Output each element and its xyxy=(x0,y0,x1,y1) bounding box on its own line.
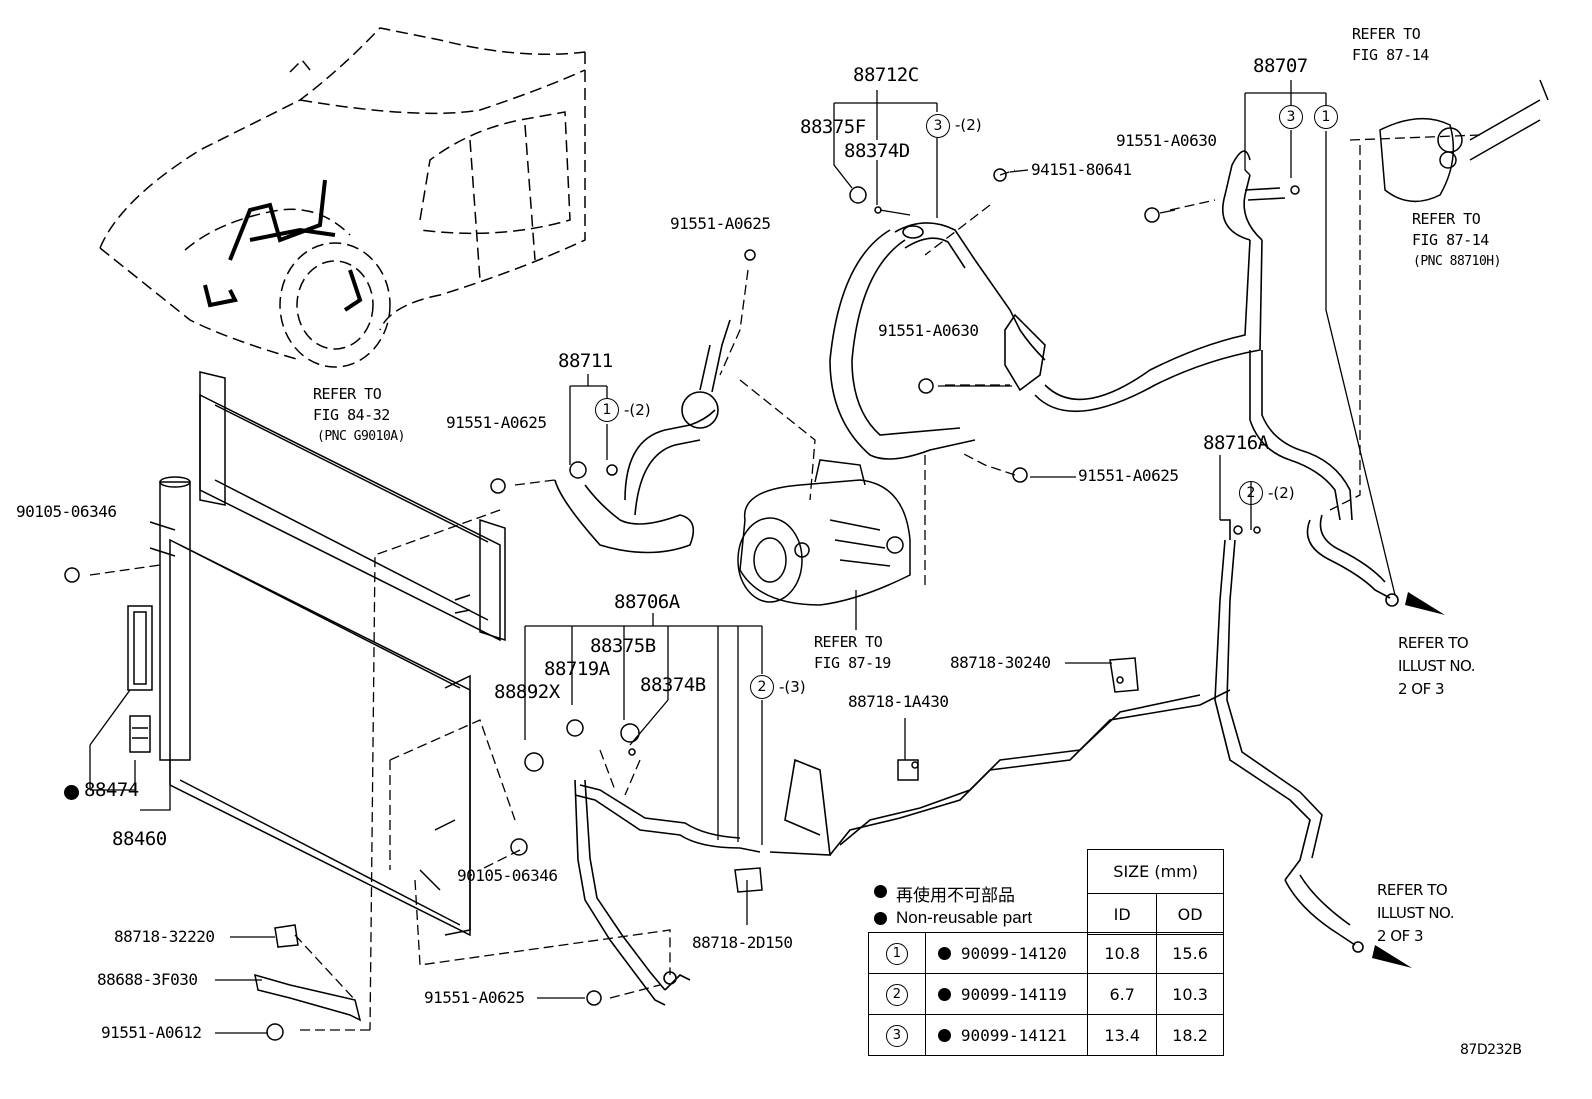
refer-illust-2of3-lower: REFER TO ILLUST NO. 2 OF 3 xyxy=(1377,881,1455,945)
label-bolt-91551-A0630-top: 91551-A0630 xyxy=(1116,131,1217,150)
oring-row-od: 15.6 xyxy=(1156,932,1224,974)
label-bolt-91551-A0630-mid: 91551-A0630 xyxy=(878,321,979,340)
id-header: ID xyxy=(1087,893,1158,935)
oring-row-id: 13.4 xyxy=(1087,1014,1158,1056)
oring-row-od: 10.3 xyxy=(1156,973,1224,1015)
oring-mark-2-88706A: 2 xyxy=(750,675,774,699)
oring-mark-3-88712C: 3 xyxy=(926,114,950,138)
oring-qty-88712C: -(2) xyxy=(955,116,982,134)
od-header: OD xyxy=(1156,893,1224,935)
vehicle-hoses xyxy=(203,179,363,312)
label-bolt-91551-A0625-upper: 91551-A0625 xyxy=(670,214,771,233)
bolts xyxy=(64,168,1300,1041)
size-header: SIZE (mm) xyxy=(1087,849,1224,894)
radiator xyxy=(199,371,506,642)
label-88716A: 88716A xyxy=(1203,432,1269,454)
condenser xyxy=(149,476,471,937)
oring-row-id: 10.8 xyxy=(1087,932,1158,974)
oring-row-part: 90099-14121 xyxy=(924,1014,1089,1056)
discharge-line xyxy=(574,779,691,1006)
oring-mark-1-88711: 1 xyxy=(595,398,619,422)
oring-size-legend: 再使用不可部品 Non-reusable part SIZE (mm) ID O… xyxy=(868,849,1224,1059)
label-88892X: 88892X xyxy=(494,681,560,703)
oring-mark-1-88707: 1 xyxy=(1314,105,1338,129)
refer-pnc-88710H: (PNC 88710H) xyxy=(1413,254,1501,269)
label-bolt-91551-A0625-left: 91551-A0625 xyxy=(446,413,547,432)
oring-qty-88711: -(2) xyxy=(624,401,651,419)
label-88707: 88707 xyxy=(1253,55,1308,77)
receiver-cartridge xyxy=(127,605,153,753)
label-bolt-90105-06346-lower: 90105-06346 xyxy=(457,866,558,885)
arrows xyxy=(1372,592,1445,968)
oring-part-number: 90099-14119 xyxy=(960,984,1067,1004)
label-88460: 88460 xyxy=(112,828,167,850)
oring-qty-88716A: -(2) xyxy=(1268,484,1295,502)
solid-callouts xyxy=(215,169,1176,1034)
compressor xyxy=(737,459,911,606)
diagram-id: 87D232B xyxy=(1460,1042,1522,1058)
oring-mark-2-88716A: 2 xyxy=(1239,481,1263,505)
label-bolt-94151-80641: 94151-80641 xyxy=(1031,160,1132,179)
label-88374D: 88374D xyxy=(844,140,910,162)
label-bolt-91551-A0625-lower: 91551-A0625 xyxy=(424,988,525,1007)
clamps xyxy=(254,79,1549,1022)
label-clamp-88718-2D150: 88718-2D150 xyxy=(692,933,793,952)
oring-mark-icon: 2 xyxy=(885,983,908,1006)
hose-88711 xyxy=(554,319,731,554)
label-bolt-91551-A0612: 91551-A0612 xyxy=(101,1023,202,1042)
non-reusable-dot xyxy=(64,785,79,800)
oring-row-part: 90099-14119 xyxy=(924,973,1089,1015)
label-bolt-91551-A0625-right: 91551-A0625 xyxy=(1078,466,1179,485)
label-clamp-88718-1A430: 88718-1A430 xyxy=(848,692,949,711)
label-88706A: 88706A xyxy=(614,591,680,613)
vehicle-outline xyxy=(99,27,586,368)
label-bolt-90105-06346-left: 90105-06346 xyxy=(16,502,117,521)
label-88375B: 88375B xyxy=(590,635,656,657)
label-88474: 88474 xyxy=(84,779,139,801)
label-88375F: 88375F xyxy=(800,116,866,138)
non-reusable-dot xyxy=(937,946,951,960)
non-reusable-dot xyxy=(937,1028,951,1042)
refer-fig-87-19: REFER TO FIG 87-19 xyxy=(814,633,891,672)
refer-illust-2of3-upper: REFER TO ILLUST NO. 2 OF 3 xyxy=(1398,634,1476,698)
oring-row-part: 90099-14120 xyxy=(924,932,1089,974)
label-clamp-88718-32220: 88718-32220 xyxy=(114,927,215,946)
hose-88707 xyxy=(1249,350,1399,607)
label-88719A: 88719A xyxy=(544,658,610,680)
refer-fig-84-32: REFER TO FIG 84-32 xyxy=(313,385,390,424)
label-88712C: 88712C xyxy=(853,64,919,86)
dashed-lines xyxy=(89,134,1481,1031)
refer-pnc-G9010A: (PNC G9010A) xyxy=(317,429,405,444)
oring-row-od: 18.2 xyxy=(1156,1014,1224,1056)
liquid-line xyxy=(574,519,1364,953)
label-clamp-88718-30240: 88718-30240 xyxy=(950,653,1051,672)
non-reusable-dot xyxy=(937,987,951,1001)
oring-part-number: 90099-14121 xyxy=(960,1025,1067,1045)
oring-mark-icon: 1 xyxy=(885,942,908,965)
oring-row-id: 6.7 xyxy=(1087,973,1158,1015)
oring-row-mark: 1 xyxy=(868,932,926,974)
size-table: SIZE (mm) ID OD xyxy=(868,849,1224,935)
label-88374B: 88374B xyxy=(640,674,706,696)
label-88711: 88711 xyxy=(558,350,613,372)
oring-mark-3-88707: 3 xyxy=(1279,105,1303,129)
oring-qty-88706A: -(3) xyxy=(779,678,806,696)
refer-fig-87-14-right: REFER TO FIG 87-14 xyxy=(1412,210,1489,249)
hose-88712C xyxy=(829,150,1286,460)
label-bracket-88688-3F030: 88688-3F030 xyxy=(97,970,198,989)
oring-row-mark: 3 xyxy=(868,1014,926,1056)
refer-fig-87-14-top: REFER TO FIG 87-14 xyxy=(1352,25,1429,64)
oring-part-number: 90099-14120 xyxy=(960,943,1067,963)
oring-mark-icon: 3 xyxy=(885,1024,908,1047)
oring-row-mark: 2 xyxy=(868,973,926,1015)
leader-lines xyxy=(89,80,1396,925)
